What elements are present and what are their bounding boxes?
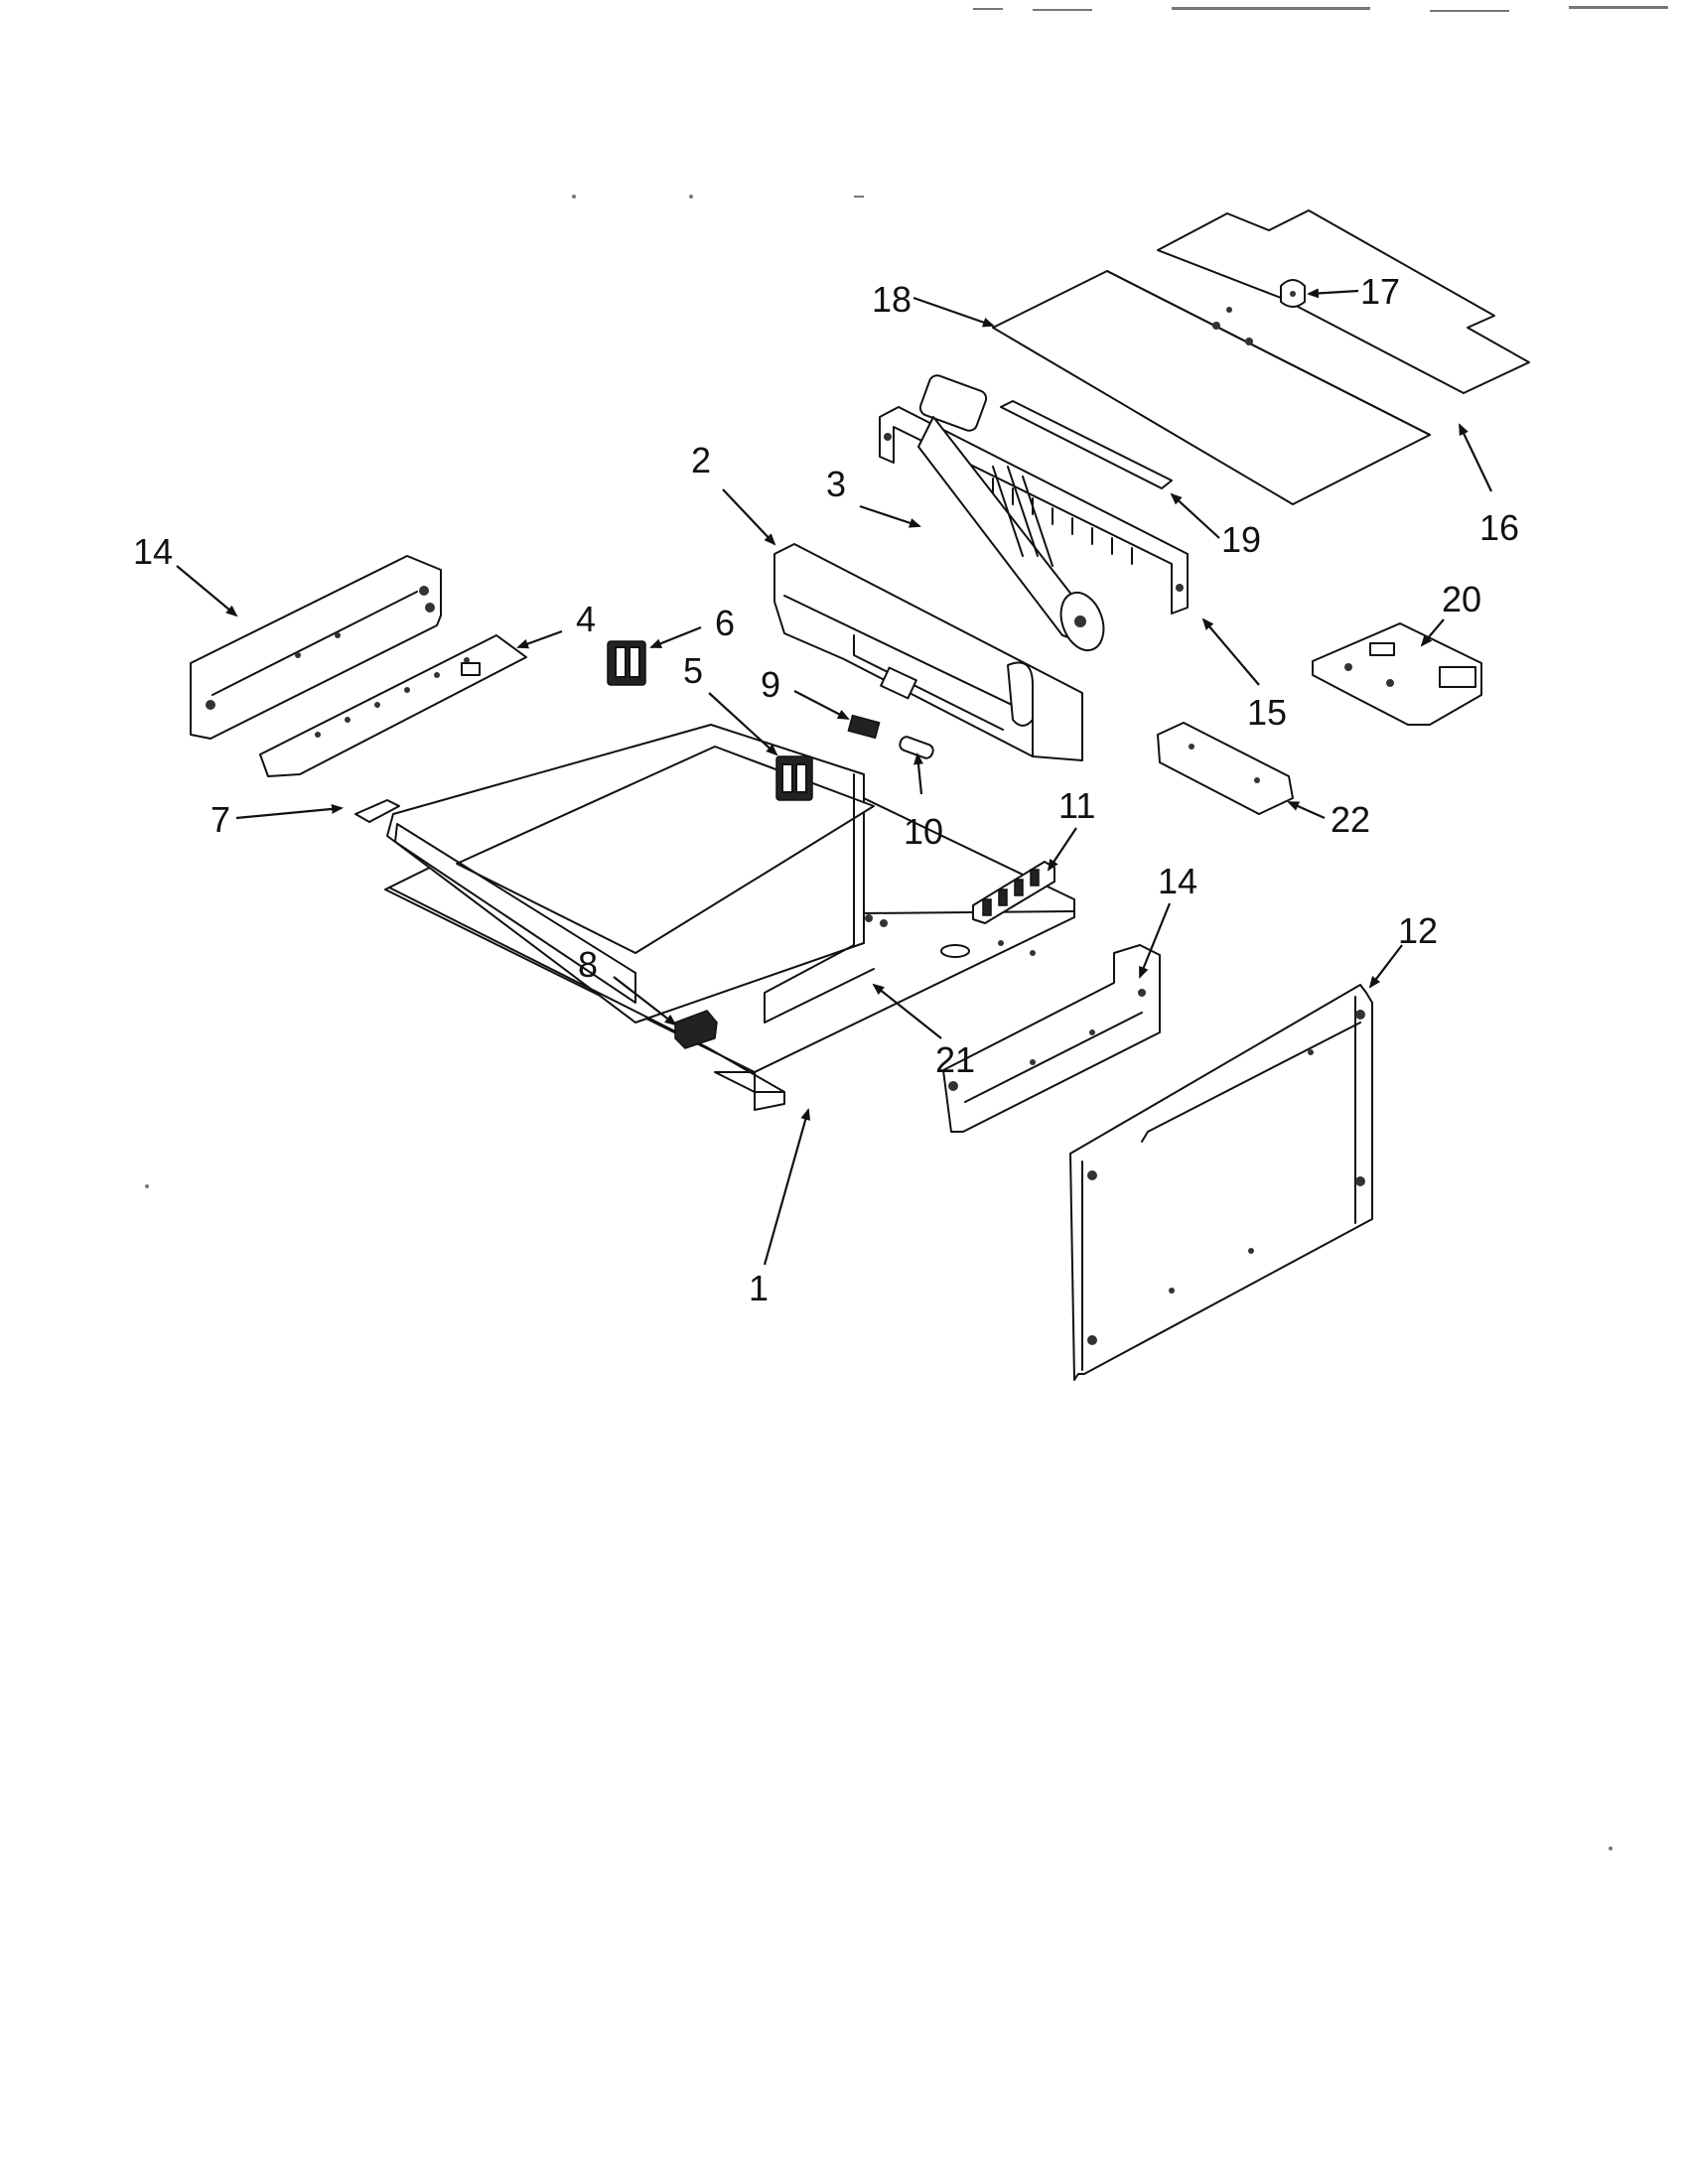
callout-11: 11 [1058,785,1095,826]
part-4-plate [259,634,527,777]
leader-7 [235,803,344,820]
leader-17 [1307,288,1359,299]
callout-20: 20 [1442,579,1481,619]
callout-3: 3 [826,464,846,504]
callout-10: 10 [904,811,943,852]
callout-19: 19 [1221,519,1261,560]
leader-14b [1138,902,1172,979]
callout-15: 15 [1247,692,1287,733]
callout-6: 6 [715,603,735,643]
part-16-top-panel [1157,209,1530,394]
leader-16 [1459,423,1492,492]
part-14-right-bracket [942,944,1161,1133]
leader-18 [912,296,995,328]
leader-11 [1047,827,1077,872]
part-9-connector [847,714,881,740]
callout-9: 9 [761,664,780,705]
callout-14-right: 14 [1158,861,1197,901]
callout-12: 12 [1398,910,1438,951]
part-8-connector [674,1010,718,1049]
callout-18: 18 [872,279,912,320]
callout-16: 16 [1479,507,1519,548]
part-19-strip [1000,400,1173,489]
callout-21: 21 [935,1039,975,1080]
part-18-panel [992,270,1431,505]
leader-5 [708,692,778,756]
leader-1 [763,1108,811,1266]
leader-8 [613,976,677,1026]
part-6-switch [607,640,646,686]
part-12-side-panel [1069,984,1373,1381]
leader-20 [1420,618,1445,647]
leader-15 [1201,617,1260,686]
scan-noise [145,6,1668,1850]
callout-4: 4 [576,599,596,639]
part-17-clip [1280,279,1306,308]
leader-lines [176,288,1492,1266]
leader-2 [722,488,776,546]
callout-5: 5 [683,650,703,691]
callout-7: 7 [210,799,230,840]
leader-6 [649,625,702,649]
leader-9 [793,690,850,720]
callout-labels: 18 17 16 19 2 3 15 20 14 4 6 5 9 10 11 7… [133,271,1519,1308]
part-22-bracket [1157,722,1294,815]
part-3-blower-motor [917,374,1105,652]
callout-1: 1 [749,1268,769,1308]
leader-4 [516,629,563,649]
leader-3 [859,504,921,528]
part-10-fuse [899,736,934,759]
leader-14a [176,565,238,617]
part-11-terminal-block [972,861,1055,924]
part-2-shroud [773,543,1083,761]
part-7-clip [354,799,400,823]
leader-22 [1287,800,1326,820]
part-1-main-body [384,724,1075,1111]
callout-22: 22 [1331,799,1370,840]
leader-21 [872,983,942,1039]
callout-8: 8 [578,944,598,985]
part-20-bracket [1312,622,1482,726]
part-14-left-bracket [190,555,442,740]
part-5-switch [775,755,813,801]
callout-17: 17 [1360,271,1400,312]
leader-10 [913,752,923,795]
callout-14-left: 14 [133,531,173,572]
leader-19 [1170,492,1220,539]
leader-12 [1368,944,1403,989]
callout-2: 2 [691,440,711,480]
